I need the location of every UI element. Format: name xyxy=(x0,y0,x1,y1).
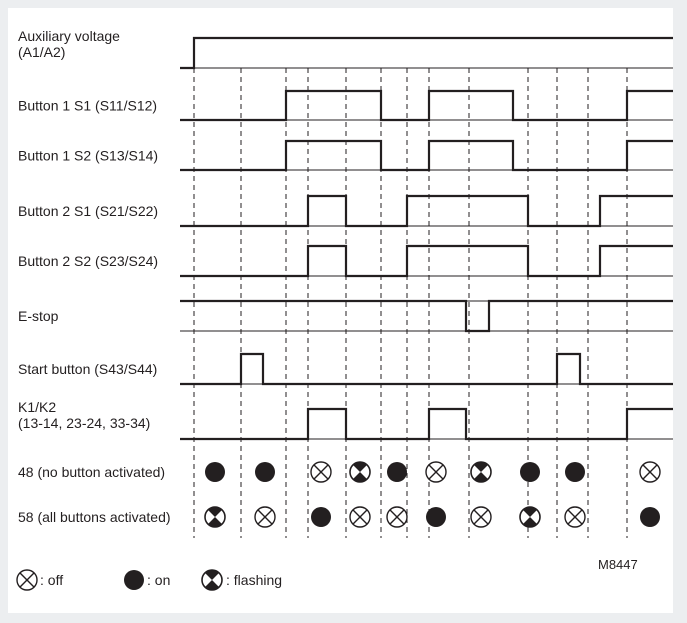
signal-row: Button 2 S2 (S23/S24) xyxy=(18,244,673,278)
signal-label: Button 1 S2 (S13/S14) xyxy=(18,148,158,164)
signal-waveform xyxy=(180,352,673,386)
flashing-indicator-icon xyxy=(470,461,492,483)
flashing-indicator-icon xyxy=(519,506,541,528)
signal-label: E-stop xyxy=(18,308,59,324)
on-indicator-icon xyxy=(520,462,540,482)
on-indicator-icon xyxy=(387,462,407,482)
timing-diagram-panel: Auxiliary voltage(A1/A2) Button 1 S1 (S11… xyxy=(8,8,673,613)
signal-label: Button 1 S1 (S11/S12) xyxy=(18,98,157,114)
on-indicator-icon xyxy=(124,570,144,590)
off-indicator-icon xyxy=(349,506,371,528)
signal-row: K1/K2(13-14, 23-24, 33-34) xyxy=(18,399,673,441)
flashing-indicator-icon xyxy=(349,461,371,483)
on-indicator-icon xyxy=(565,462,585,482)
on-indicator-icon xyxy=(205,462,225,482)
off-indicator-icon xyxy=(564,506,586,528)
off-indicator-icon xyxy=(386,506,408,528)
flashing-indicator-icon xyxy=(204,506,226,528)
signal-waveform xyxy=(180,36,673,70)
signal-waveform xyxy=(180,244,673,278)
signal-row: Button 1 S1 (S11/S12) xyxy=(18,89,673,122)
off-indicator-icon xyxy=(639,461,661,483)
signal-row: Auxiliary voltage(A1/A2) xyxy=(18,28,673,70)
signal-label: Start button (S43/S44) xyxy=(18,361,157,377)
signal-waveform xyxy=(180,139,673,172)
off-indicator-icon xyxy=(254,506,276,528)
signal-waveform xyxy=(180,194,673,228)
legend-label: : on xyxy=(147,572,170,588)
on-indicator-icon xyxy=(255,462,275,482)
on-indicator-icon xyxy=(311,507,331,527)
indicator-label: 48 (no button activated) xyxy=(18,464,165,480)
signal-label: K1/K2 xyxy=(18,399,56,415)
on-indicator-icon xyxy=(426,507,446,527)
off-indicator-icon xyxy=(310,461,332,483)
signal-row: E-stop xyxy=(18,299,673,333)
signal-waveform xyxy=(180,407,673,441)
timing-diagram: Auxiliary voltage(A1/A2) Button 1 S1 (S11… xyxy=(16,28,673,591)
indicator-row: 48 (no button activated) xyxy=(18,461,661,483)
legend-label: : off xyxy=(40,572,63,588)
signal-row: Start button (S43/S44) xyxy=(18,352,673,386)
signal-label: Auxiliary voltage xyxy=(18,28,120,44)
legend-label: : flashing xyxy=(226,572,282,588)
signal-label: (13-14, 23-24, 33-34) xyxy=(18,415,150,431)
signal-row: Button 2 S1 (S21/S22) xyxy=(18,194,673,228)
legend-item: : off xyxy=(16,569,63,591)
indicator-label: 58 (all buttons activated) xyxy=(18,509,171,525)
legend-item: : flashing xyxy=(201,569,282,591)
signal-row: Button 1 S2 (S13/S14) xyxy=(18,139,673,172)
indicator-row: 58 (all buttons activated) xyxy=(18,506,660,528)
legend-item: : on xyxy=(124,570,170,590)
legend: : off : on : flashing xyxy=(16,569,282,591)
signal-label: Button 2 S1 (S21/S22) xyxy=(18,203,158,219)
off-indicator-icon xyxy=(16,569,38,591)
figure-id: M8447 xyxy=(598,557,638,572)
on-indicator-icon xyxy=(640,507,660,527)
signal-waveform xyxy=(180,89,673,122)
flashing-indicator-icon xyxy=(201,569,223,591)
event-guides xyxy=(193,68,628,538)
signal-label: Button 2 S2 (S23/S24) xyxy=(18,253,158,269)
signal-label: (A1/A2) xyxy=(18,44,65,60)
off-indicator-icon xyxy=(425,461,447,483)
off-indicator-icon xyxy=(470,506,492,528)
signal-waveform xyxy=(180,299,673,333)
